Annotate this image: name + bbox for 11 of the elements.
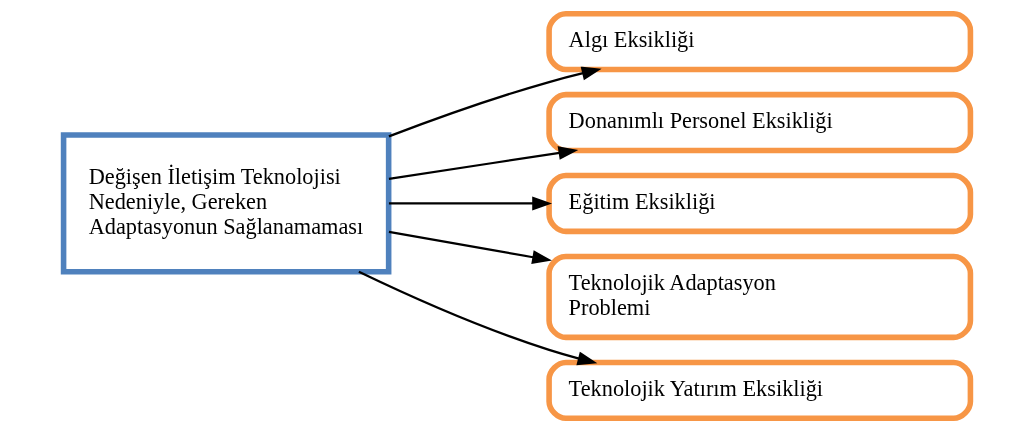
- node-box: Donanımlı Personel Eksikliği: [545, 91, 973, 154]
- node-box: Teknolojik Yatırım Eksikliği: [545, 359, 973, 422]
- node-box: Algı Eksikliği: [545, 10, 973, 73]
- node-box: Teknolojik Adaptasyon Problemi: [545, 253, 973, 341]
- arrow: [388, 146, 578, 180]
- arrow: [388, 196, 552, 211]
- arrow: [388, 230, 552, 264]
- node-box: Değişen İletişim Teknolojisi Nedeniyle, Gereken Adaptasyonun Sağlanamaması: [60, 132, 391, 275]
- arrow: [388, 66, 602, 138]
- node-box: Eğitim Eksikliği: [545, 172, 973, 235]
- arrow: [357, 270, 597, 366]
